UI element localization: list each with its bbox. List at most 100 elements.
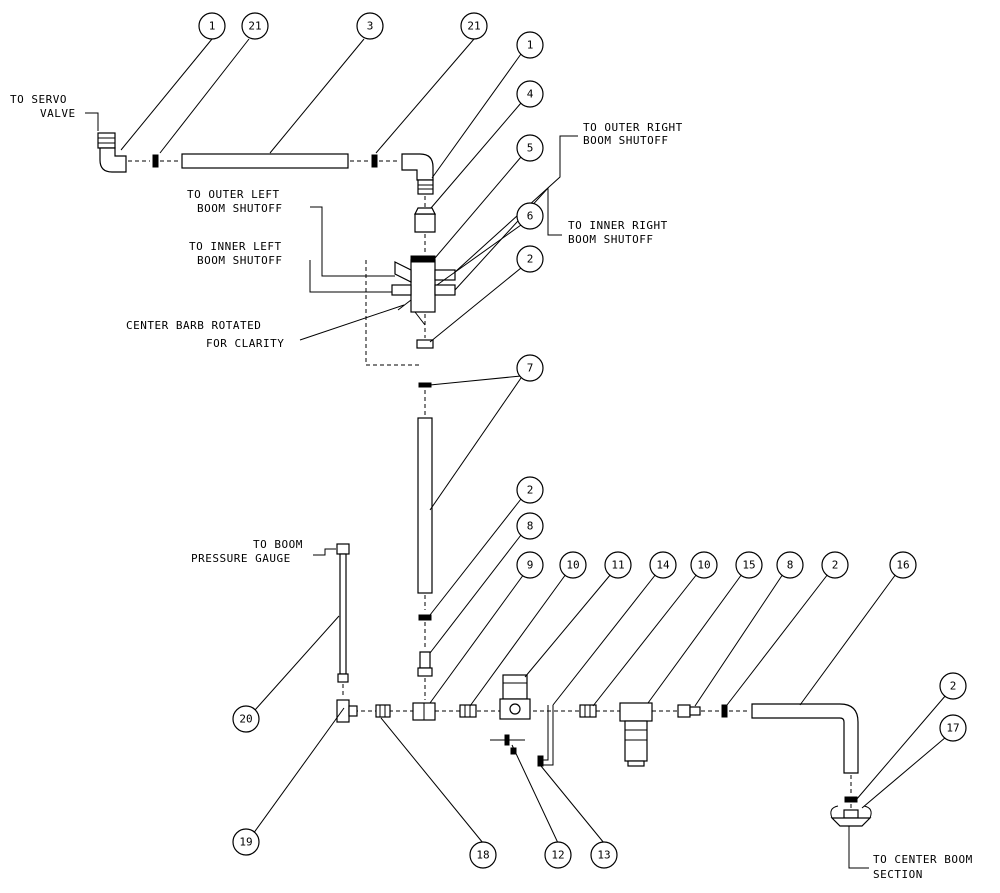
svg-text:FOR CLARITY: FOR CLARITY [206, 337, 284, 350]
label-inner-left-boom-shutoff: TO INNER LEFT BOOM SHUTOFF [189, 240, 393, 293]
elbow-fitting-servo [97, 132, 127, 173]
hose-barb-8 [417, 651, 433, 677]
svg-text:TO INNER LEFT: TO INNER LEFT [189, 240, 282, 253]
svg-text:21: 21 [467, 20, 480, 33]
svg-text:BOOM SHUTOFF: BOOM SHUTOFF [197, 254, 282, 267]
svg-text:7: 7 [527, 362, 534, 375]
label-servo-valve: TO SERVO VALVE [10, 93, 99, 131]
leader-lines [120, 38, 947, 844]
callout-13: 13 [590, 841, 618, 869]
svg-text:10: 10 [697, 559, 710, 572]
callout-1a: 1 [198, 12, 226, 40]
svg-text:2: 2 [527, 484, 534, 497]
callout-2d: 2 [939, 672, 967, 700]
svg-text:TO SERVO: TO SERVO [10, 93, 67, 106]
svg-text:19: 19 [239, 836, 252, 849]
svg-text:16: 16 [896, 559, 909, 572]
svg-text:21: 21 [248, 20, 261, 33]
nipple-18 [375, 704, 391, 718]
bolt-12 [490, 734, 525, 755]
callout-9: 9 [516, 551, 544, 579]
svg-text:10: 10 [566, 559, 579, 572]
callout-10b: 10 [690, 551, 718, 579]
callout-2c: 2 [821, 551, 849, 579]
svg-text:BOOM SHUTOFF: BOOM SHUTOFF [568, 233, 653, 246]
callout-1b: 1 [516, 31, 544, 59]
callout-5: 5 [516, 134, 544, 162]
svg-text:12: 12 [551, 849, 564, 862]
label-inner-right-boom-shutoff: TO INNER RIGHT BOOM SHUTOFF [454, 186, 668, 291]
svg-text:2: 2 [832, 559, 839, 572]
label-outer-right-boom-shutoff: TO OUTER RIGHT BOOM SHUTOFF [454, 121, 683, 273]
callout-14: 14 [649, 551, 677, 579]
svg-text:TO BOOM: TO BOOM [253, 538, 303, 551]
hose-clamp-21b [371, 154, 378, 168]
callout-12: 12 [544, 841, 572, 869]
callout-17: 17 [939, 714, 967, 742]
callout-8b: 8 [776, 551, 804, 579]
svg-text:TO CENTER BOOM: TO CENTER BOOM [873, 853, 973, 866]
coupler-4 [414, 207, 436, 233]
callout-20: 20 [232, 705, 260, 733]
svg-text:15: 15 [742, 559, 755, 572]
coupler-17 [830, 805, 872, 827]
callout-2a: 2 [516, 245, 544, 273]
svg-text:BOOM SHUTOFF: BOOM SHUTOFF [197, 202, 282, 215]
svg-text:11: 11 [611, 559, 624, 572]
svg-text:TO INNER RIGHT: TO INNER RIGHT [568, 219, 668, 232]
svg-text:14: 14 [656, 559, 670, 572]
svg-text:VALVE: VALVE [40, 107, 76, 120]
svg-text:CENTER BARB ROTATED: CENTER BARB ROTATED [126, 319, 261, 332]
hose-clamp-2e [844, 796, 858, 803]
hose-3 [181, 153, 349, 169]
tee-9 [412, 702, 436, 721]
label-center-barb-rotated: CENTER BARB ROTATED FOR CLARITY [126, 304, 405, 350]
callout-7: 7 [516, 354, 544, 382]
bolt-13 [537, 755, 544, 767]
hose-clamp-21a [152, 154, 159, 168]
svg-text:4: 4 [527, 88, 534, 101]
svg-text:9: 9 [527, 559, 534, 572]
svg-text:17: 17 [946, 722, 959, 735]
callout-4: 4 [516, 80, 544, 108]
tee-19 [336, 699, 358, 723]
svg-text:2: 2 [527, 253, 534, 266]
svg-text:1: 1 [209, 20, 216, 33]
callout-16: 16 [889, 551, 917, 579]
svg-text:PRESSURE GAUGE: PRESSURE GAUGE [191, 552, 291, 565]
svg-text:5: 5 [527, 142, 534, 155]
svg-text:1: 1 [527, 39, 534, 52]
svg-text:20: 20 [239, 713, 252, 726]
fitting-2a [416, 339, 434, 349]
elbow-fitting-right [401, 153, 434, 195]
label-center-boom-section: TO CENTER BOOM SECTION [848, 826, 973, 881]
valve-11 [499, 674, 531, 720]
callout-3: 3 [356, 12, 384, 40]
hose-barb-8b [677, 704, 701, 718]
callout-11: 11 [604, 551, 632, 579]
hose-16 [751, 703, 859, 774]
callout-15: 15 [735, 551, 763, 579]
callout-21b: 21 [460, 12, 488, 40]
callout-8a: 8 [516, 512, 544, 540]
label-outer-left-boom-shutoff: TO OUTER LEFT BOOM SHUTOFF [187, 188, 395, 277]
svg-text:TO OUTER RIGHT: TO OUTER RIGHT [583, 121, 683, 134]
svg-text:BOOM SHUTOFF: BOOM SHUTOFF [583, 134, 668, 147]
hose-clamp-2c [418, 614, 432, 621]
svg-text:8: 8 [787, 559, 794, 572]
label-boom-pressure-gauge: TO BOOM PRESSURE GAUGE [191, 538, 336, 565]
svg-text:3: 3 [367, 20, 374, 33]
hose-clamp-2b [418, 382, 432, 388]
hose-clamp-2d [721, 704, 728, 718]
svg-text:18: 18 [476, 849, 489, 862]
gauge-hose-20 [336, 543, 350, 683]
svg-text:13: 13 [597, 849, 610, 862]
svg-text:TO OUTER LEFT: TO OUTER LEFT [187, 188, 280, 201]
strainer-15 [619, 702, 653, 767]
callout-10a: 10 [559, 551, 587, 579]
nipple-10a [459, 704, 477, 718]
callout-6: 6 [516, 202, 544, 230]
callout-2b: 2 [516, 476, 544, 504]
